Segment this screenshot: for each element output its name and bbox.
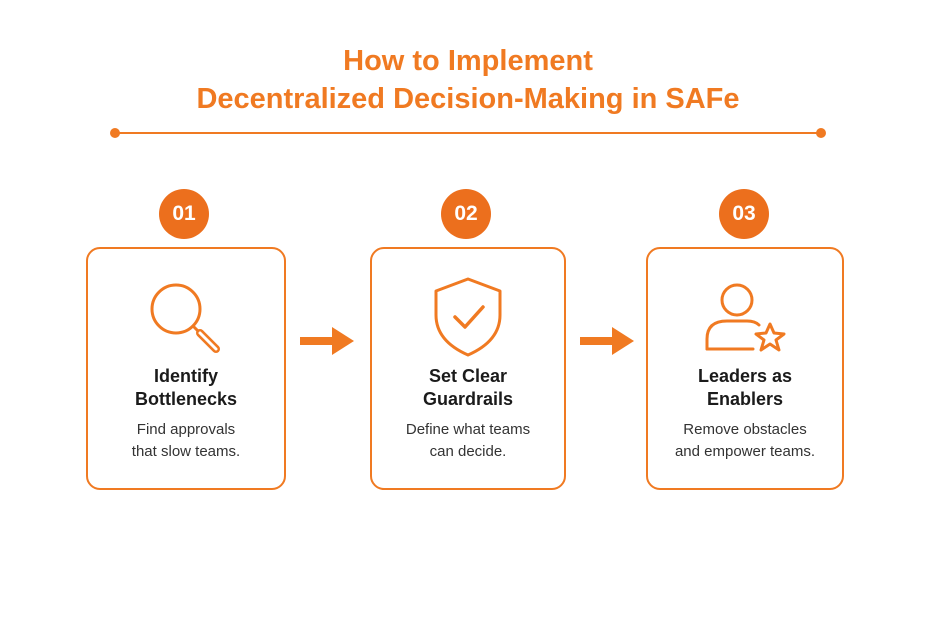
step-3-card: Leaders as Enablers Remove obstacles and… <box>646 247 844 490</box>
step-3-title: Leaders as Enablers <box>697 366 793 409</box>
step-3-number-badge: 03 <box>719 189 769 239</box>
title-divider <box>115 132 821 134</box>
divider-right-dot <box>816 128 826 138</box>
title-line-2: Decentralized Decision-Making in SAFe <box>196 83 740 115</box>
user-star-icon <box>705 283 786 352</box>
title-line-1: How to Implement <box>343 45 593 77</box>
divider-left-dot <box>110 128 120 138</box>
step-1-title: Identify Bottlenecks <box>134 366 238 409</box>
arrow-right-icon <box>300 327 354 355</box>
page-title: How to Implement Decentralized Decision-… <box>0 42 936 118</box>
magnifying-glass-icon <box>150 283 220 353</box>
step-2-number-badge: 02 <box>441 189 491 239</box>
step-2-description: Define what teams can decide. <box>405 421 531 460</box>
step-1-number-badge: 01 <box>159 189 209 239</box>
step-3-description: Remove obstacles and empower teams. <box>674 421 816 460</box>
step-2-title: Set Clear Guardrails <box>422 366 514 409</box>
shield-check-icon <box>434 277 502 357</box>
arrow-right-icon <box>580 327 634 355</box>
step-2-card: Set Clear Guardrails Define what teams c… <box>370 247 566 490</box>
step-1-card: Identify Bottlenecks Find approvals that… <box>86 247 286 490</box>
step-1-description: Find approvals that slow teams. <box>131 421 241 460</box>
